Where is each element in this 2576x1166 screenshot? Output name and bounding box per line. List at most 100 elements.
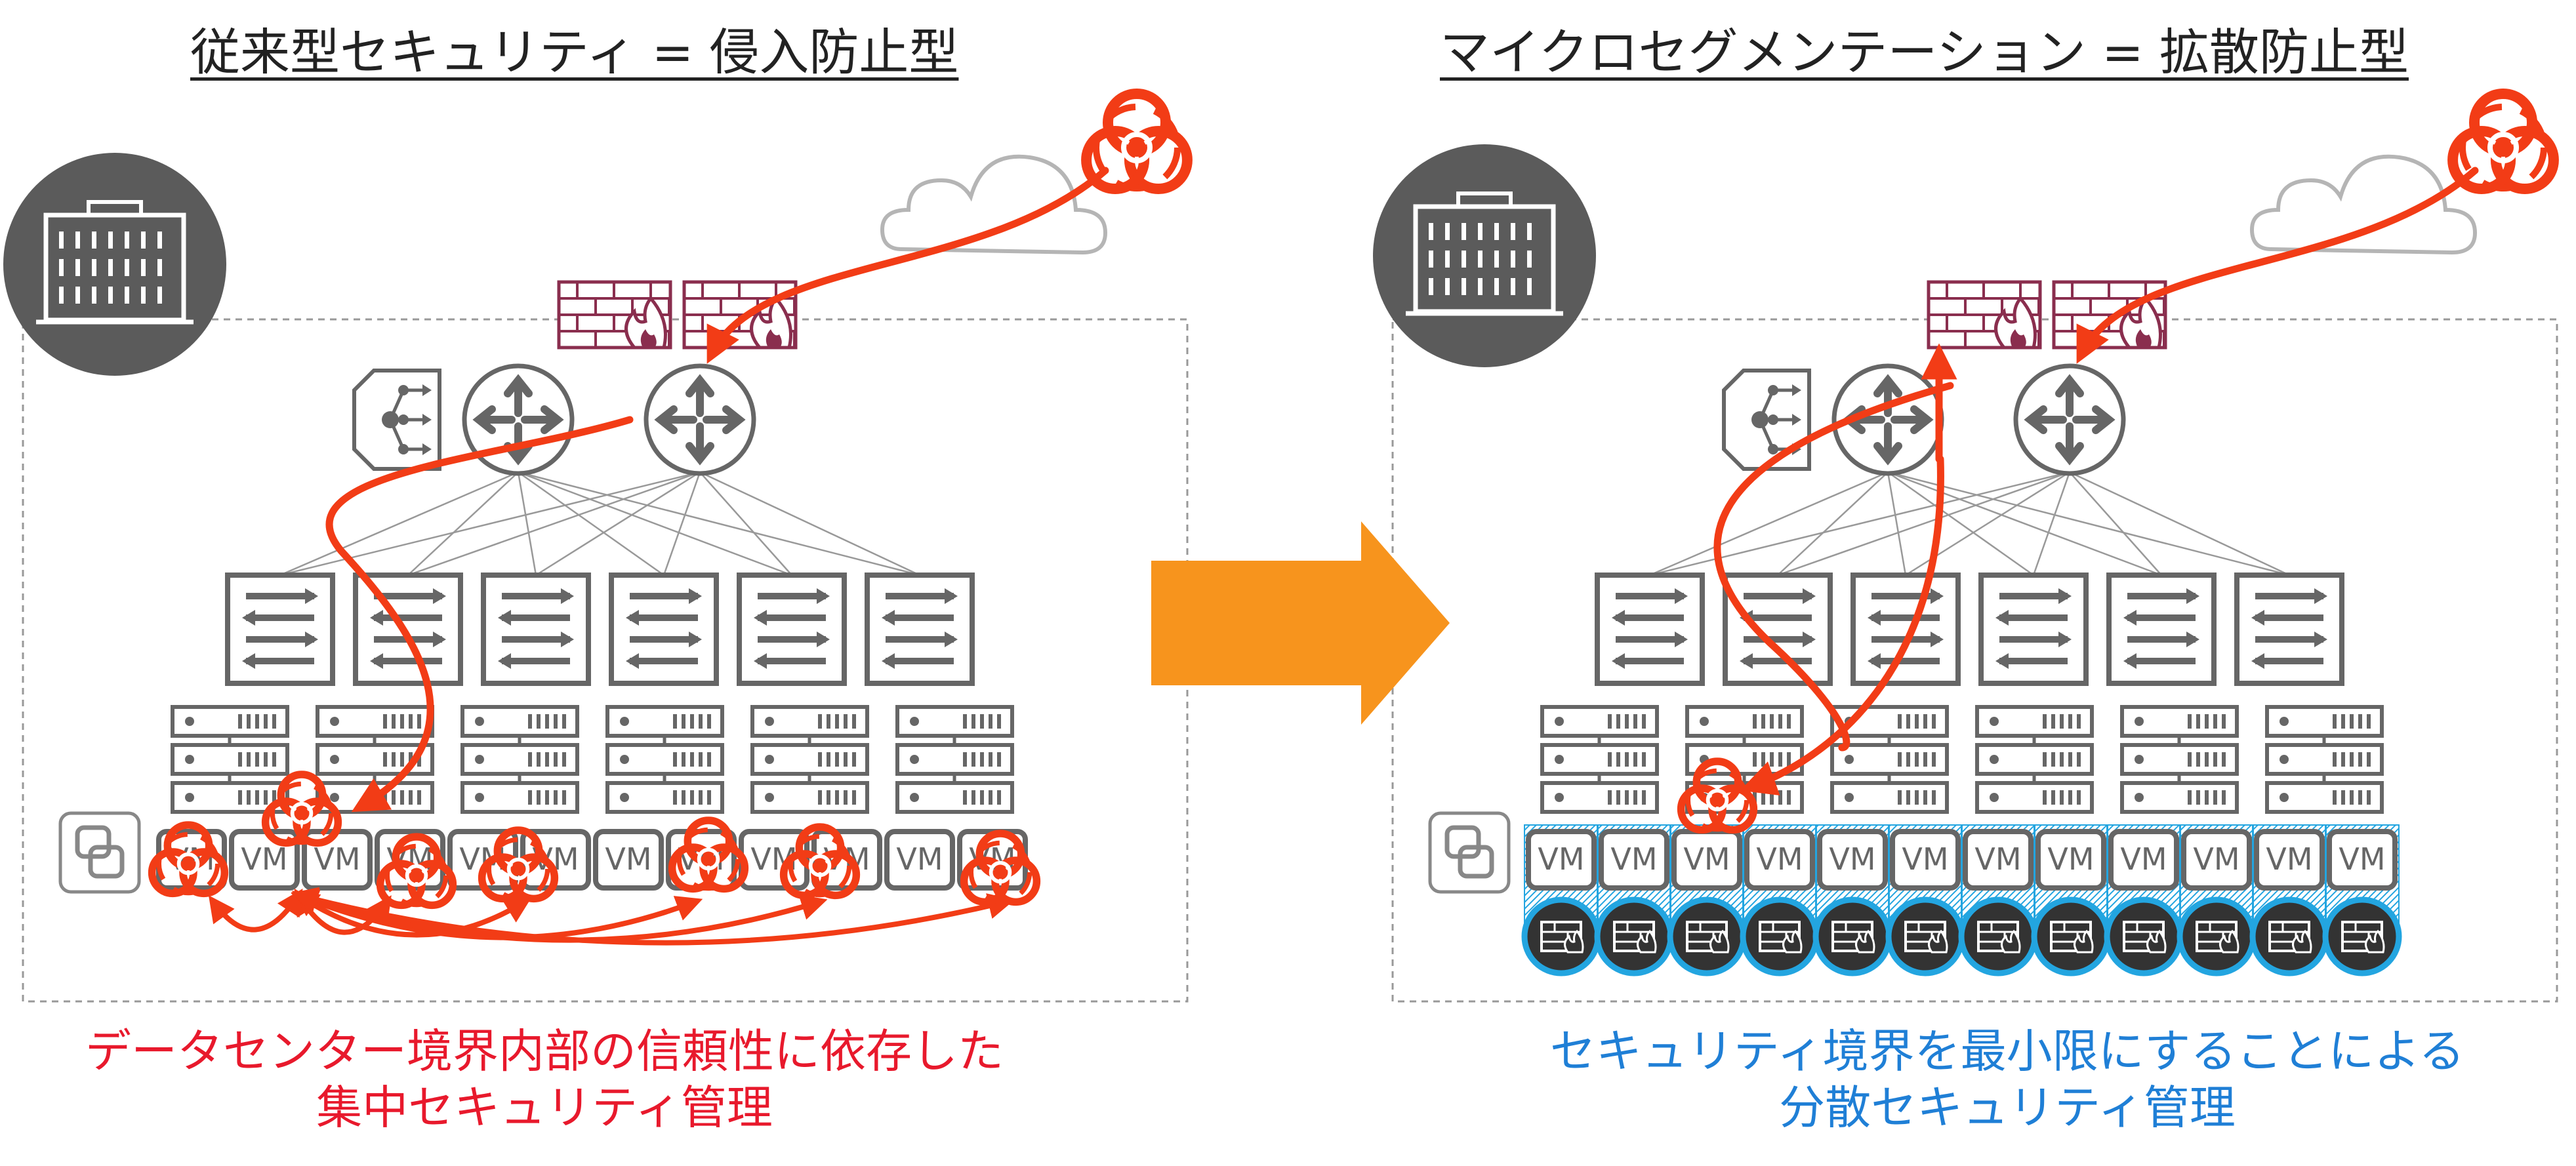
vm-box: VM: [884, 829, 955, 891]
vm-box: VM: [2035, 829, 2106, 891]
switch-icon: [2234, 573, 2344, 686]
distributed-firewall-icon: [1667, 896, 1747, 976]
server-icon: [1830, 705, 1949, 814]
distributed-firewall-icon: [1958, 896, 2038, 976]
vm-box: VM: [2254, 829, 2325, 891]
cloud-icon: [880, 154, 1108, 255]
switch-icon: [737, 573, 847, 686]
server-icon: [1975, 705, 2094, 814]
vm-label: VM: [1610, 841, 1657, 877]
switch-icon: [1595, 573, 1705, 686]
vm-box: VM: [1744, 829, 1815, 891]
vm-label: VM: [2339, 841, 2385, 877]
attack-path: [208, 167, 1109, 946]
switch-icon: [1850, 573, 1961, 686]
vm-label: VM: [1538, 841, 1584, 877]
hypervisor-icon: [1428, 811, 1511, 894]
distributed-firewall-icon: [1521, 896, 1601, 976]
biohazard-icon: [2447, 89, 2559, 194]
distributed-firewall-icon: [1885, 896, 1965, 976]
vm-label: VM: [1829, 841, 1875, 877]
vm-box: VM: [2327, 829, 2398, 891]
server-icon: [750, 705, 869, 814]
right-caption-line1: セキュリティ境界を最小限にすることによる: [1549, 1024, 2465, 1078]
vm-box: VM: [1671, 829, 1742, 891]
biohazard-icon: [960, 830, 1041, 906]
vm-label: VM: [2047, 841, 2094, 877]
firewall-icon: [2052, 280, 2167, 350]
vm-box: VM: [2108, 829, 2179, 891]
server-icon: [605, 705, 724, 814]
distributed-firewall-icon: [2104, 896, 2184, 976]
vm-label: VM: [2193, 841, 2239, 877]
right-title: マイクロセグメンテーション = 拡散防止型: [1440, 23, 2409, 81]
switch-icon: [353, 573, 463, 686]
left-caption-line2: 集中セキュリティ管理: [316, 1081, 773, 1135]
biohazard-icon: [148, 821, 229, 898]
vm-label: VM: [896, 841, 943, 877]
left-caption: データセンター境界内部の信頼性に依存した 集中セキュリティ管理: [52, 1023, 1036, 1136]
vm-box: VM: [1890, 829, 1961, 891]
vm-label: VM: [605, 841, 651, 877]
router-icon: [462, 363, 575, 476]
vm-label: VM: [1756, 841, 1803, 877]
distributed-firewall-icon: [2249, 896, 2329, 976]
distributed-firewall-icon: [1740, 896, 1820, 976]
right-caption-line2: 分散セキュリティ管理: [1779, 1081, 2236, 1135]
switch-icon: [609, 573, 719, 686]
vm-label: VM: [1683, 841, 1730, 877]
vm-label: VM: [241, 841, 287, 877]
vm-label: VM: [2120, 841, 2167, 877]
firewall-icon: [1927, 280, 2042, 350]
distributed-firewall-icon: [2177, 896, 2257, 976]
switch-icon: [865, 573, 975, 686]
transition-arrow: [1151, 521, 1450, 725]
biohazard-icon: [261, 771, 342, 847]
cloud-icon: [2249, 154, 2478, 255]
network-links: [279, 471, 920, 576]
building-icon: [1373, 144, 1596, 367]
vm-label: VM: [2266, 841, 2312, 877]
router-icon: [644, 363, 756, 476]
switch-icon: [1978, 573, 2089, 686]
hypervisor-icon: [58, 811, 141, 894]
server-icon: [2120, 705, 2239, 814]
load-balancer-icon: [1722, 369, 1811, 471]
vm-label: VM: [1902, 841, 1948, 877]
firewall-icon: [682, 280, 798, 350]
biohazard-icon: [779, 823, 861, 900]
right-caption: セキュリティ境界を最小限にすることによる 分散セキュリティ管理: [1515, 1023, 2499, 1136]
left-title: 従来型セキュリティ = 侵入防止型: [190, 23, 959, 81]
vm-label: VM: [1974, 841, 2021, 877]
vm-label: VM: [314, 841, 360, 877]
server-icon: [1540, 705, 1659, 814]
vm-box: VM: [593, 829, 664, 891]
server-icon: [460, 705, 579, 814]
load-balancer-icon: [352, 369, 441, 471]
arrow-right-icon: [1151, 521, 1450, 725]
biohazard-icon: [668, 816, 749, 893]
server-icon: [2265, 705, 2384, 814]
distributed-firewall-icon: [2322, 896, 2402, 976]
router-icon: [2013, 363, 2126, 476]
switch-icon: [2106, 573, 2217, 686]
distributed-firewall-icon: [1812, 896, 1892, 976]
biohazard-icon: [478, 826, 559, 903]
attack-path: [1713, 167, 2479, 795]
distributed-firewall-icon: [1594, 896, 1674, 976]
server-icon: [171, 705, 289, 814]
switch-icon: [481, 573, 591, 686]
firewall-icon: [557, 280, 672, 350]
vm-box: VM: [1526, 829, 1597, 891]
right-panel: VM VM VM VM VM VM VM VM VM VM VM VM: [1373, 89, 2559, 1003]
biohazard-icon: [376, 833, 457, 910]
vm-box: VM: [447, 829, 518, 891]
switch-icon: [1723, 573, 1833, 686]
left-caption-line1: データセンター境界内部の信頼性に依存した: [85, 1024, 1004, 1078]
vm-box: VM: [1817, 829, 1888, 891]
distributed-firewall-icon: [2031, 896, 2111, 976]
building-icon: [3, 153, 226, 376]
server-icon: [895, 705, 1014, 814]
